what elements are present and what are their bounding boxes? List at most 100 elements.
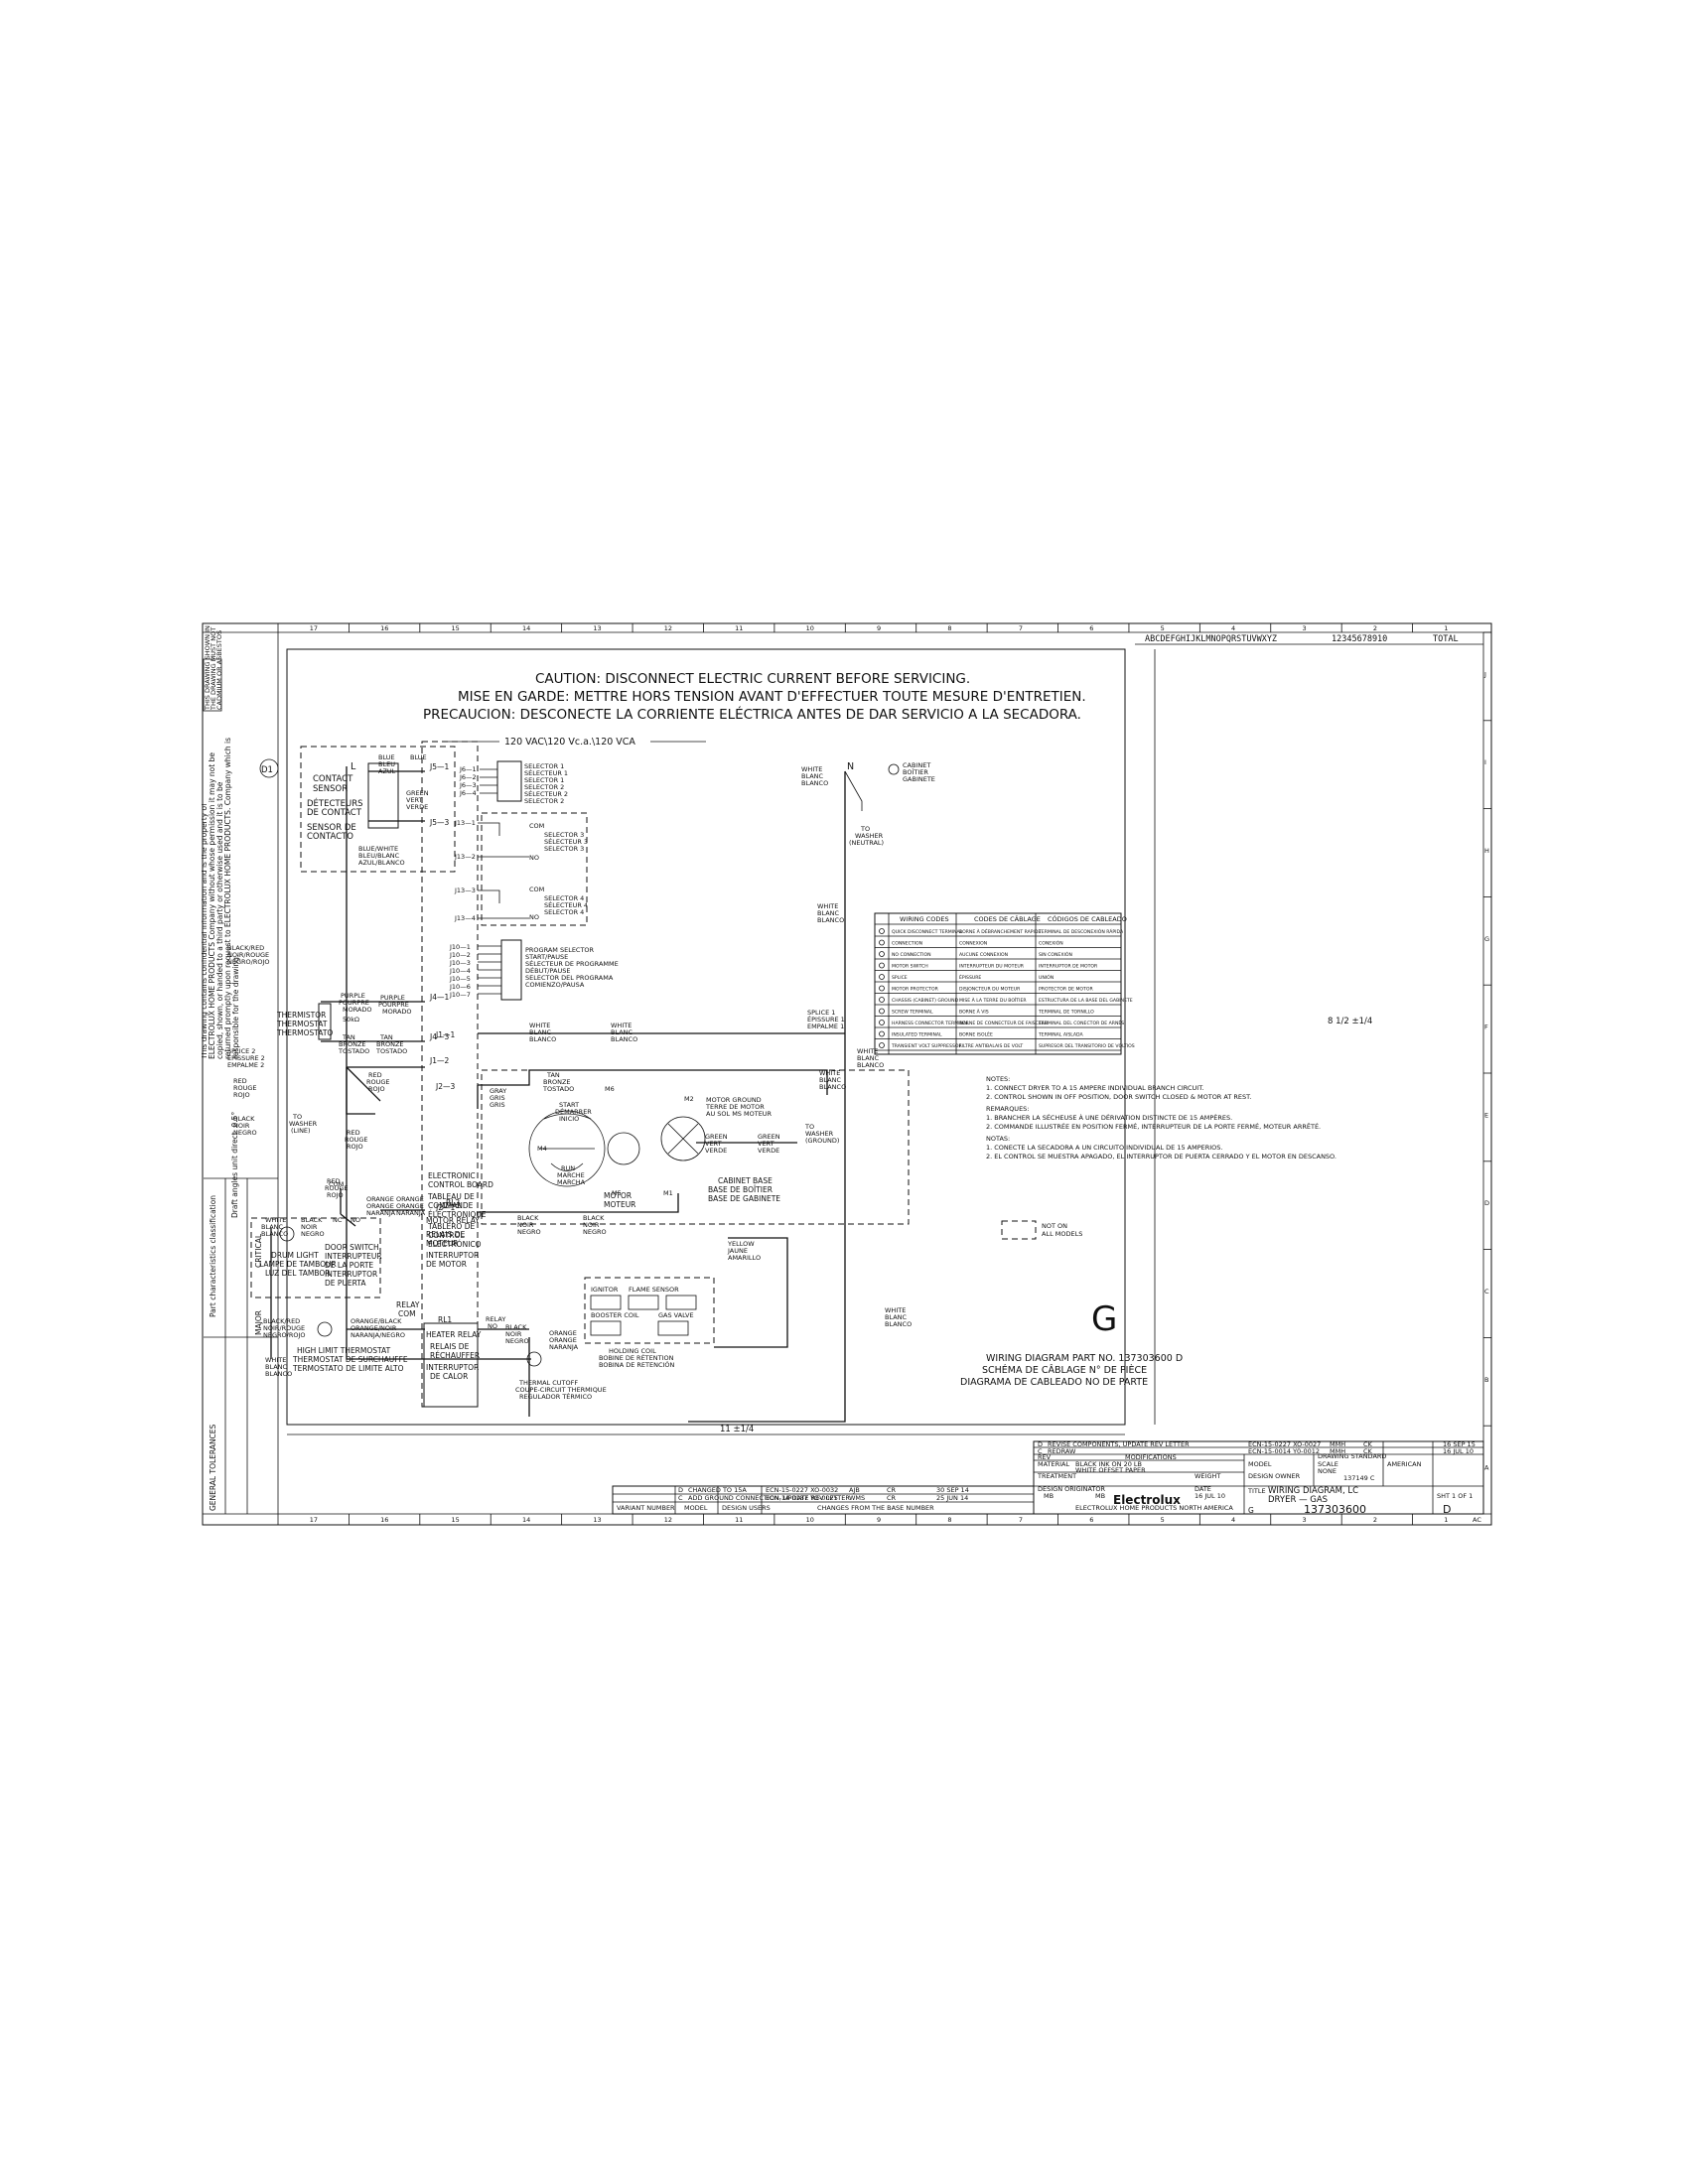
svg-text:MB: MB	[1044, 1492, 1054, 1500]
svg-text:TITLE: TITLE	[1247, 1487, 1266, 1495]
svg-text:J6—3: J6—3	[459, 781, 477, 789]
wiring-code-5-0: MOTOR PROTECTOR	[892, 987, 939, 993]
svg-text:SÉLECTEUR 3: SÉLECTEUR 3	[544, 837, 588, 846]
svg-text:D: D	[678, 1486, 683, 1494]
svg-text:BLANC: BLANC	[261, 1223, 284, 1231]
wiring-code-symbol-2	[879, 951, 885, 957]
svg-text:THERMAL CUTOFF: THERMAL CUTOFF	[518, 1379, 578, 1387]
svg-text:DÉBUT/PAUSE: DÉBUT/PAUSE	[525, 966, 570, 975]
svg-text:16 JUL 10: 16 JUL 10	[1443, 1447, 1474, 1455]
svg-text:ROJO: ROJO	[347, 1143, 363, 1151]
svg-text:J6—1: J6—1	[459, 765, 477, 773]
zone-top-15: 15	[452, 624, 460, 632]
wiring-code-symbol-7	[879, 1008, 885, 1015]
wiring-code-3-0: MOTOR SWITCH	[892, 964, 928, 970]
motor-box	[481, 1069, 910, 1225]
svg-text:RED: RED	[347, 1129, 360, 1137]
svg-text:COM: COM	[529, 822, 544, 830]
svg-text:BRONZE: BRONZE	[339, 1040, 366, 1048]
svg-text:GREEN: GREEN	[406, 789, 429, 797]
svg-text:WASHER: WASHER	[289, 1120, 318, 1128]
svg-text:TOSTADO: TOSTADO	[542, 1085, 574, 1093]
svg-text:NO: NO	[488, 1322, 497, 1330]
svg-text:BLUE: BLUE	[378, 753, 395, 761]
svg-text:DRAWING STANDARD: DRAWING STANDARD	[1318, 1452, 1386, 1460]
svg-text:RÉCHAUFFER: RÉCHAUFFER	[430, 1351, 480, 1360]
zone-side-C: C	[1484, 1288, 1489, 1296]
svg-text:BLACK/RED: BLACK/RED	[263, 1317, 300, 1325]
svg-text:D: D	[1038, 1440, 1043, 1448]
svg-text:TERRE DE MOTOR: TERRE DE MOTOR	[705, 1103, 765, 1111]
zone-bottom-11: 11	[735, 1516, 743, 1524]
svg-text:TO: TO	[860, 825, 870, 833]
svg-text:TOSTADO: TOSTADO	[338, 1047, 369, 1055]
zone-top-1: 1	[1444, 624, 1448, 632]
svg-text:BLACK/RED: BLACK/RED	[227, 944, 264, 952]
svg-text:1. CONECTE LA SECADORA A UN CI: 1. CONECTE LA SECADORA A UN CIRCUITO IND…	[986, 1144, 1222, 1152]
svg-text:BLANCO: BLANCO	[261, 1230, 288, 1238]
svg-text:AC: AC	[1473, 1516, 1481, 1524]
svg-text:RED: RED	[233, 1077, 247, 1085]
motor-protector-circle	[660, 1116, 706, 1161]
svg-text:M5: M5	[612, 1189, 622, 1197]
svg-text:YELLOW: YELLOW	[727, 1240, 755, 1248]
svg-text:DE MOTOR: DE MOTOR	[426, 1260, 467, 1269]
svg-text:MORADO: MORADO	[382, 1008, 412, 1016]
svg-text:SELECTOR 1: SELECTOR 1	[524, 776, 564, 784]
svg-text:ECN-15-0014 Y0-0012: ECN-15-0014 Y0-0012	[1248, 1447, 1320, 1455]
svg-text:SPLICE 2: SPLICE 2	[227, 1047, 255, 1055]
svg-text:BLACK: BLACK	[517, 1214, 539, 1222]
svg-text:PROGRAM SELECTOR: PROGRAM SELECTOR	[525, 946, 595, 954]
motor-relay-label: MOTOR RELAY RELAIS DE MOTEUR INTERRUPTOR…	[426, 1216, 480, 1269]
svg-text:ROUGE: ROUGE	[233, 1084, 257, 1092]
svg-text:REVISE COMPONENTS, UPDATE REV: REVISE COMPONENTS, UPDATE REV LETTER	[1048, 1440, 1190, 1448]
svg-text:REMARQUES:: REMARQUES:	[986, 1105, 1030, 1113]
svg-text:J13—3: J13—3	[454, 887, 476, 894]
svg-text:ORANGE: ORANGE	[396, 1202, 424, 1210]
svg-text:RELAY: RELAY	[396, 1300, 420, 1309]
svg-text:BLEU/BLANC: BLEU/BLANC	[358, 852, 400, 860]
svg-text:BLANCO: BLANCO	[819, 1083, 846, 1091]
svg-text:NOIR: NOIR	[517, 1221, 534, 1229]
svg-text:BLANCO: BLANCO	[885, 1320, 912, 1328]
svg-text:THERMOSTAT DE SURCHAUFFE: THERMOSTAT DE SURCHAUFFE	[292, 1355, 408, 1364]
svg-text:INTERRUPTEUR: INTERRUPTEUR	[325, 1252, 382, 1261]
svg-text:CONTACTO: CONTACTO	[307, 832, 353, 842]
svg-text:NOTES:: NOTES:	[986, 1075, 1010, 1083]
svg-text:AZUL: AZUL	[378, 767, 396, 775]
svg-text:2. CONTROL SHOWN IN OFF POSITI: 2. CONTROL SHOWN IN OFF POSITION, DOOR S…	[986, 1093, 1251, 1101]
svg-text:BLUE/WHITE: BLUE/WHITE	[358, 845, 398, 853]
svg-text:J10—7: J10—7	[449, 991, 471, 999]
cabinet-ground: CABINET BOÎTIER GABINETE	[888, 761, 935, 783]
svg-text:CHANGED TO 15A: CHANGED TO 15A	[688, 1486, 747, 1494]
title-block: D REVISE COMPONENTS, UPDATE REV LETTER E…	[1033, 1440, 1484, 1516]
red-label: RED ROUGE ROJO RED ROUGE ROJO RED ROUGE …	[233, 1071, 390, 1199]
zone-top-17: 17	[310, 624, 318, 632]
svg-text:CR: CR	[887, 1486, 897, 1494]
black-label-left: BLACK NOIR NEGRO	[233, 1115, 257, 1137]
zone-bottom-13: 13	[593, 1516, 601, 1524]
svg-text:BLUE: BLUE	[410, 753, 427, 761]
svg-text:THERMOSTATO: THERMOSTATO	[276, 1028, 333, 1037]
svg-text:ROUGE: ROUGE	[345, 1136, 368, 1144]
zone-bottom-17: 17	[310, 1516, 318, 1524]
j2-1: J2—1	[435, 1203, 455, 1212]
svg-text:MATERIAL: MATERIAL	[1038, 1460, 1070, 1468]
wiring-code-0-1: BORNE À DÉBRANCHEMENT RAPIDE	[959, 927, 1041, 935]
svg-text:1. BRANCHER LA SÉCHEUSE À UNE: 1. BRANCHER LA SÉCHEUSE À UNE DÉRIVATION…	[986, 1113, 1232, 1122]
svg-text:SELECTOR 3: SELECTOR 3	[544, 831, 584, 839]
cabinet-base-label: CABINET BASE BASE DE BOÎTIER BASE DE GAB…	[708, 1176, 780, 1203]
thermistor-label: THERMISTOR THERMOSTAT THERMOSTATO 50kΩ P…	[276, 992, 412, 1055]
motor-label: MOTOR MOTEUR	[604, 1191, 635, 1209]
zone-bottom-12: 12	[664, 1516, 672, 1524]
diagram-part-label: WIRING DIAGRAM PART NO. 137303600 D SCHÉ…	[960, 1353, 1183, 1388]
svg-text:MB: MB	[1095, 1492, 1105, 1500]
svg-text:EMPALME 1: EMPALME 1	[807, 1023, 844, 1030]
svg-text:JAUNE: JAUNE	[727, 1247, 748, 1255]
zone-top-2: 2	[1373, 624, 1377, 632]
svg-text:DOOR SWITCH: DOOR SWITCH	[325, 1243, 379, 1252]
zone-bottom-16: 16	[380, 1516, 388, 1524]
svg-text:SÉLECTEUR DE PROGRAMME: SÉLECTEUR DE PROGRAMME	[525, 959, 619, 968]
thermal-cutoff-label: THERMAL CUTOFF COUPE-CIRCUIT THERMIQUE R…	[515, 1379, 607, 1401]
svg-text:COM: COM	[529, 886, 544, 893]
